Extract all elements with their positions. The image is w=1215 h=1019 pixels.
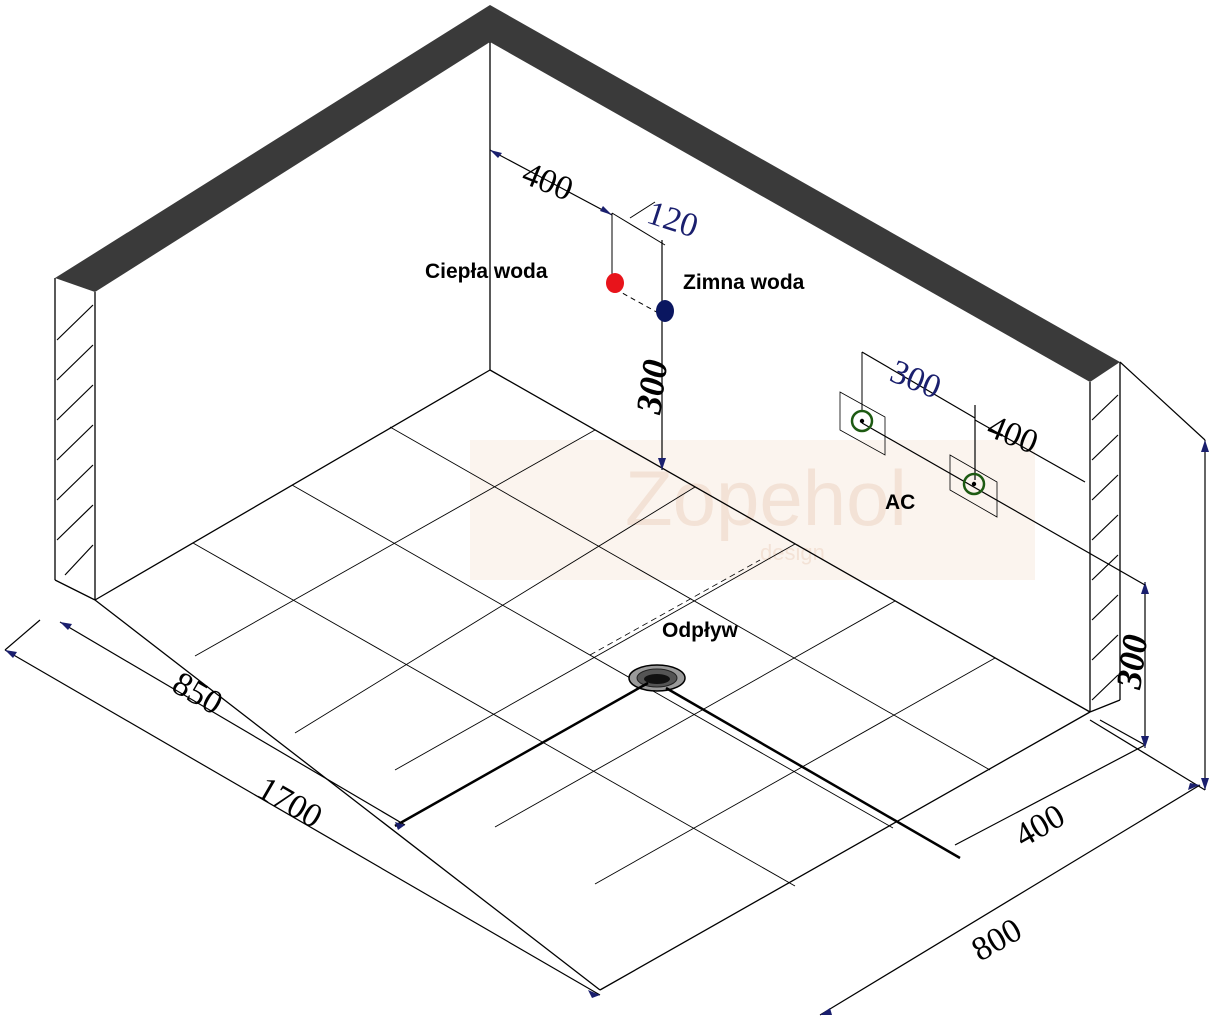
dim-wall-offset: 400	[517, 155, 578, 208]
dim-pipe-spacing: 120	[643, 194, 703, 245]
pipe-dimension-lines	[489, 149, 666, 470]
watermark-tagline: design	[760, 540, 825, 565]
drain-dimension-lines	[394, 559, 961, 860]
cold-water-outlet-icon	[656, 300, 674, 322]
dim-ac-spacing: 300	[885, 353, 946, 406]
watermark: Zopehol design	[470, 440, 1035, 580]
left-wall-hatching	[56, 304, 94, 576]
right-wall-hatching	[1091, 394, 1119, 701]
watermark-brand: Zopehol	[625, 454, 907, 542]
wall-top-edges	[55, 5, 1120, 382]
drain-label: Odpływ	[662, 619, 739, 642]
left-wall-top	[55, 5, 490, 292]
back-wall-top	[490, 5, 1120, 382]
dimension-arrowheads	[5, 440, 1209, 1015]
outer-dimension-lines	[4, 361, 1206, 1016]
dim-drain-from-front: 400	[1009, 797, 1072, 855]
pipe-arrowheads	[490, 150, 666, 470]
dim-side-height: 300	[1108, 632, 1155, 692]
cold-water-label: Zimna woda	[683, 271, 805, 294]
ac-outlet-icon	[839, 391, 998, 518]
dim-pipe-height: 300	[628, 357, 675, 417]
ac-dimension-lines	[861, 351, 1146, 586]
dim-drain-from-side: 850	[166, 665, 229, 723]
ac-label: AC	[885, 491, 915, 514]
hot-water-label: Ciepła woda	[425, 260, 548, 283]
dim-width: 800	[966, 911, 1029, 969]
dim-length: 1700	[251, 770, 328, 836]
floor-tile-grid	[192, 426, 996, 887]
drain-icon	[628, 664, 686, 692]
hot-water-outlet-icon	[606, 273, 624, 293]
